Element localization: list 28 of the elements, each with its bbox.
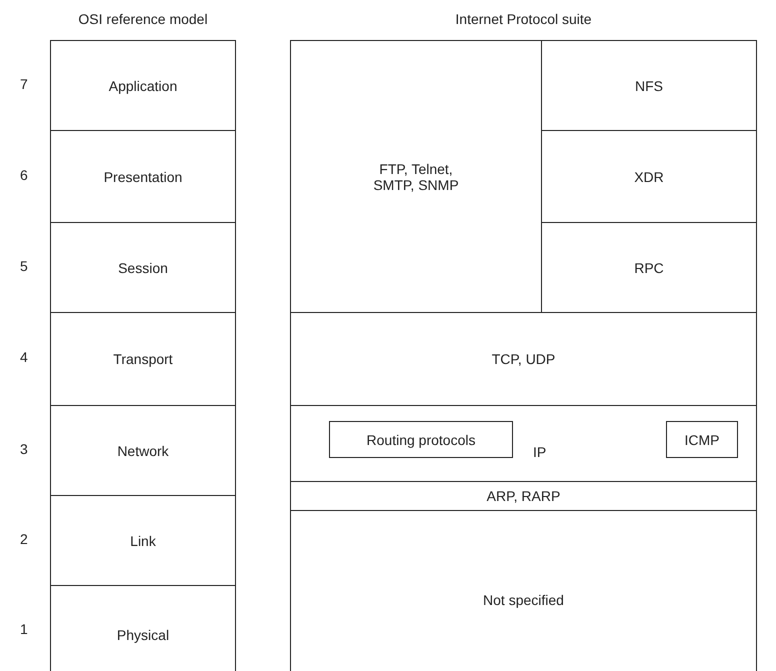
layer-number: 2 xyxy=(20,531,28,547)
layer-name: Presentation xyxy=(102,168,184,184)
protocol-name: FTP, Telnet, SMTP, SNMP xyxy=(372,160,460,192)
protocol-name: ICMP xyxy=(684,432,720,448)
protocol-name: RPC xyxy=(633,260,665,276)
protocol-name: NFS xyxy=(634,78,664,94)
layer-number: 1 xyxy=(20,621,28,637)
layer-number: 5 xyxy=(20,258,28,274)
layer-number: 7 xyxy=(20,76,28,92)
protocol-box xyxy=(329,421,513,458)
layer-name: Application xyxy=(108,78,178,94)
protocol-name: XDR xyxy=(633,168,665,184)
layer-name: Session xyxy=(117,260,169,276)
layer-name: Link xyxy=(129,532,157,548)
column-heading: Internet Protocol suite xyxy=(454,11,593,27)
protocol-name: Routing protocols xyxy=(366,432,476,448)
protocol-name: TCP, UDP xyxy=(490,351,556,367)
layer-number: 3 xyxy=(20,441,28,457)
protocol-name: IP xyxy=(533,444,546,460)
layer-name: Physical xyxy=(116,627,170,643)
protocol-name: ARP, RARP xyxy=(486,488,562,504)
layer-name: Transport xyxy=(112,351,174,367)
layer-number: 4 xyxy=(20,349,28,365)
layer-number: 6 xyxy=(20,167,28,183)
protocol-box xyxy=(666,421,738,458)
column-heading: OSI reference model xyxy=(77,11,209,27)
layer-name: Network xyxy=(116,442,170,458)
protocol-name: Not specified xyxy=(482,592,565,608)
